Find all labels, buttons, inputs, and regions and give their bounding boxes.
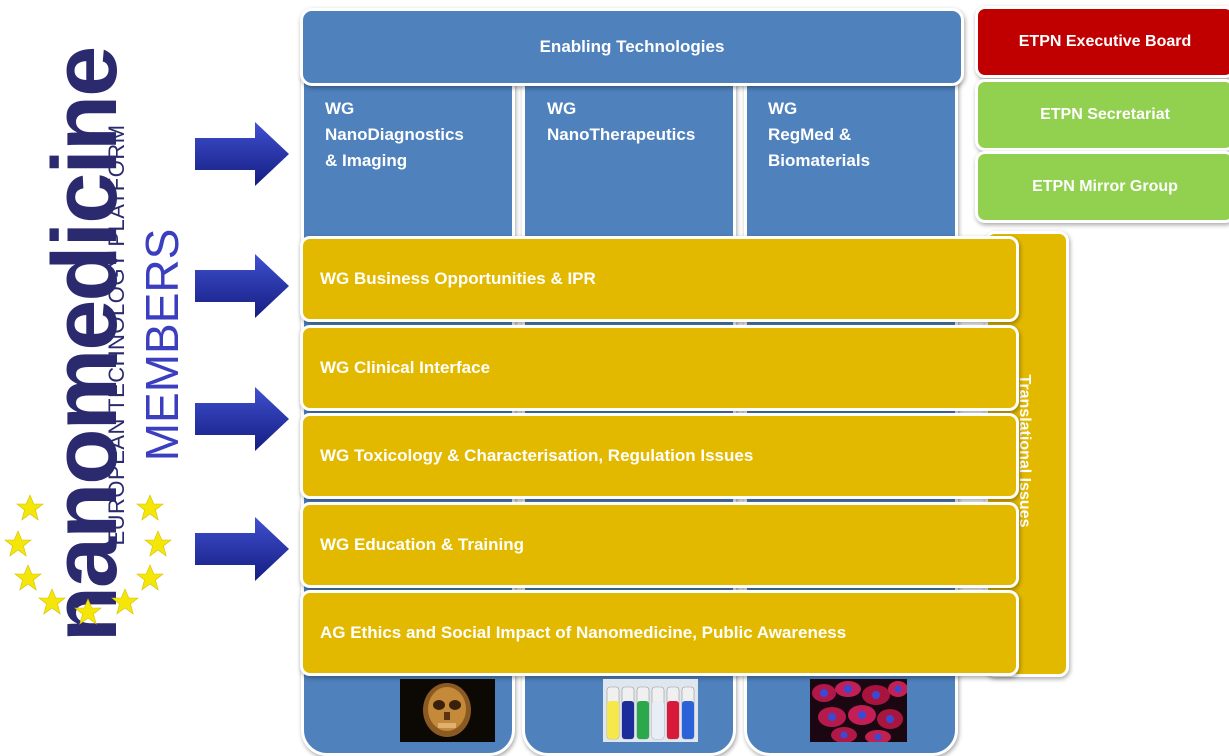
- column-title-nanotherapeutics: WG NanoTherapeutics: [547, 96, 695, 148]
- bar-business-opportunities: WG Business Opportunities & IPR: [300, 236, 1019, 322]
- enabling-technologies-label: Enabling Technologies: [539, 37, 725, 56]
- cells-icon: [810, 679, 907, 742]
- column-title-line: WG: [547, 99, 577, 118]
- bar-label: WG Education & Training: [320, 535, 524, 554]
- arrow-icon: [195, 122, 289, 186]
- mirror-group-box: ETPN Mirror Group: [975, 151, 1229, 223]
- eu-stars-icon: [4, 494, 172, 625]
- arrow-icon: [195, 517, 289, 581]
- bar-ethics: AG Ethics and Social Impact of Nanomedic…: [300, 590, 1019, 676]
- enabling-technologies-box: Enabling Technologies: [300, 8, 964, 86]
- column-title-line: Biomaterials: [768, 151, 871, 170]
- secretariat-box: ETPN Secretariat: [975, 79, 1229, 151]
- column-title-line: WG: [768, 99, 798, 118]
- secretariat-label: ETPN Secretariat: [1040, 106, 1170, 123]
- skull-icon: [400, 679, 495, 742]
- executive-board-label: ETPN Executive Board: [1018, 33, 1192, 50]
- members-label: MEMBERS: [136, 228, 188, 462]
- column-title-line: RegMed &: [768, 125, 852, 144]
- bar-label: WG Clinical Interface: [320, 358, 491, 377]
- column-title-nanodiagnostics: WG NanoDiagnostics & Imaging: [325, 96, 464, 174]
- arrow-icon: [195, 254, 289, 318]
- executive-board-box: ETPN Executive Board: [975, 6, 1229, 78]
- column-title-line: NanoDiagnostics: [325, 125, 464, 144]
- mirror-group-label: ETPN Mirror Group: [1032, 178, 1178, 195]
- column-title-line: NanoTherapeutics: [547, 125, 696, 144]
- arrow-icon: [195, 387, 289, 451]
- bar-clinical-interface: WG Clinical Interface: [300, 325, 1019, 411]
- bar-label: AG Ethics and Social Impact of Nanomedic…: [320, 623, 847, 642]
- test-tubes-icon: [603, 679, 698, 742]
- bar-label: WG Toxicology & Characterisation, Regula…: [320, 446, 754, 465]
- column-title-line: WG: [325, 99, 355, 118]
- bar-education-training: WG Education & Training: [300, 502, 1019, 588]
- column-title-line: & Imaging: [325, 151, 408, 170]
- bar-label: WG Business Opportunities & IPR: [320, 269, 596, 288]
- column-title-regmed: WG RegMed & Biomaterials: [768, 96, 870, 174]
- bar-toxicology: WG Toxicology & Characterisation, Regula…: [300, 413, 1019, 499]
